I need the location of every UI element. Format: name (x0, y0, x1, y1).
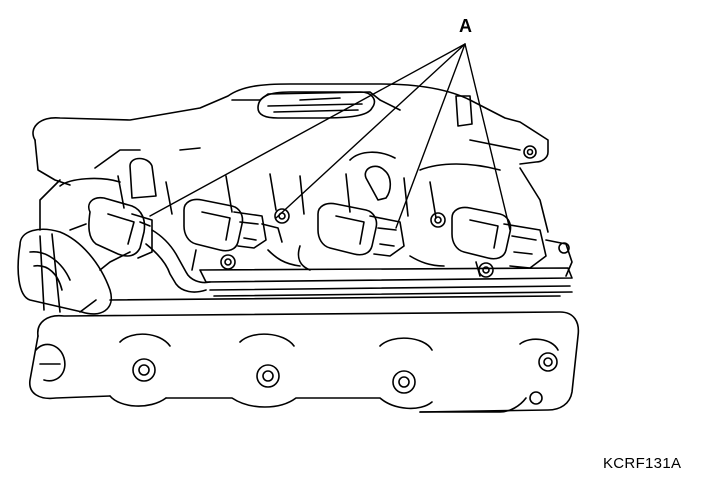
head-bolts (132, 352, 558, 405)
ignition-coil-1 (69, 157, 211, 293)
left-hose (17, 179, 113, 315)
leader-to-coil-4 (464, 43, 511, 231)
figure-code: KCRF131A (603, 455, 682, 472)
engine-cover (32, 83, 549, 186)
ignition-coil-4 (429, 181, 573, 277)
cylinder-head (29, 295, 580, 413)
leader-to-coil-1 (149, 43, 466, 217)
callout-label-a: A (459, 16, 472, 36)
callout-leaders (149, 43, 511, 231)
cover-ribs (59, 151, 549, 233)
coil-bolts (220, 208, 494, 278)
wiring-harness (199, 249, 573, 297)
ignition-coil-2 (165, 173, 283, 271)
leader-to-coil-2 (275, 43, 466, 219)
leader-to-coil-3 (395, 43, 466, 229)
